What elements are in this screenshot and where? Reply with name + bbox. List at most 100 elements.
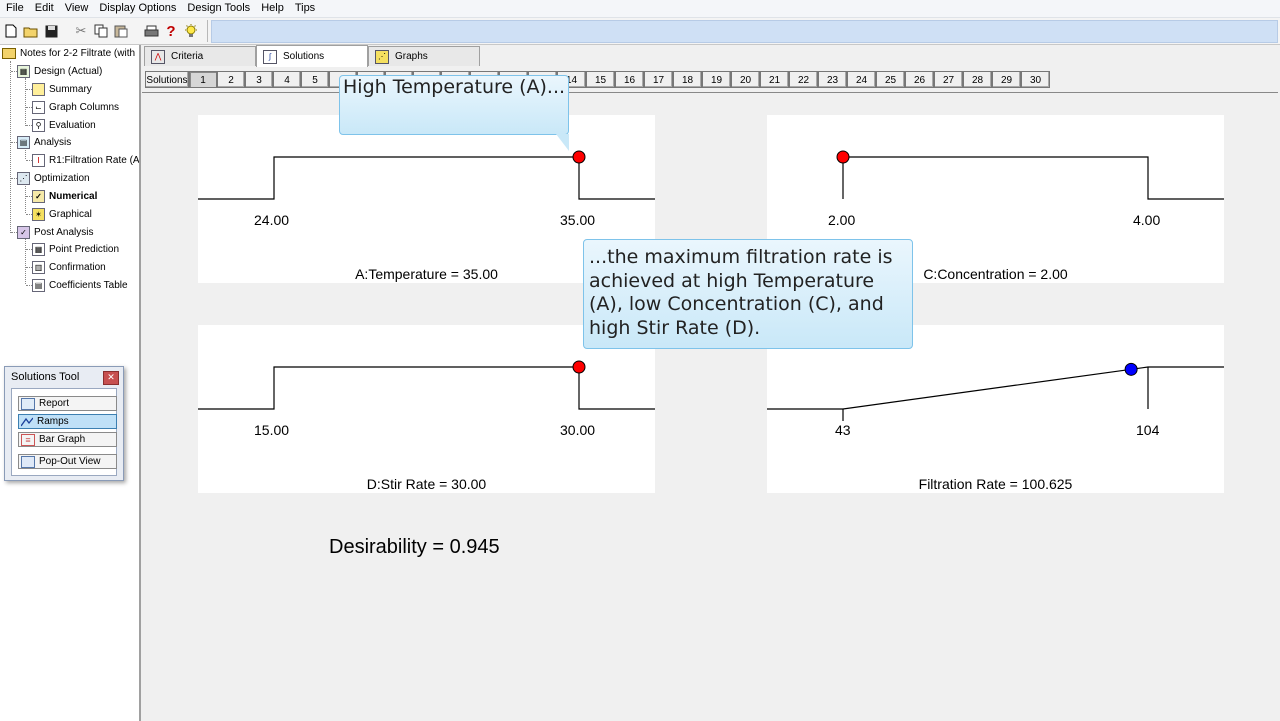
new-file-icon[interactable]	[2, 22, 20, 40]
solution-number-button[interactable]: 15	[586, 71, 615, 88]
menu-file[interactable]: File	[6, 2, 24, 14]
solution-number-button[interactable]: 28	[963, 71, 992, 88]
print-icon[interactable]	[142, 22, 160, 40]
open-folder-icon[interactable]	[22, 22, 40, 40]
divider	[142, 92, 1278, 93]
solution-number-button[interactable]: 1	[189, 71, 217, 88]
tree-item-confirmation[interactable]: ▥ Confirmation	[32, 259, 106, 275]
help-icon[interactable]: ?	[166, 22, 176, 40]
folder-icon	[2, 47, 16, 59]
tree-item-r1-filtration-rate[interactable]: Ⅰ R1:Filtration Rate (A	[32, 152, 139, 168]
ramp-concentration-plot	[836, 150, 1224, 200]
tree-item-evaluation[interactable]: ⚲ Evaluation	[32, 117, 96, 133]
ramp-caption: C:Concentration = 2.00	[923, 266, 1068, 282]
ramp-line	[767, 366, 1224, 410]
response-icon: Ⅰ	[32, 153, 45, 167]
solution-number-button[interactable]: 24	[847, 71, 876, 88]
tree-item-post-analysis[interactable]: ✓ Post Analysis	[17, 224, 93, 240]
menu-help[interactable]: Help	[261, 2, 284, 14]
design-grid-icon: ▦	[17, 64, 30, 78]
tree-item-label: Design (Actual)	[34, 65, 103, 77]
solution-number-button[interactable]: 21	[760, 71, 789, 88]
graphical-icon: ✶	[32, 207, 45, 221]
solution-number-button[interactable]: 17	[644, 71, 673, 88]
graph-columns-icon: ⌙	[32, 100, 45, 114]
solution-number-button[interactable]: 22	[789, 71, 818, 88]
view-tabs: ⋀ Criteria ∫ Solutions ⋰ Graphs	[142, 45, 1280, 67]
menu-design-tools[interactable]: Design Tools	[187, 2, 251, 14]
tree-item-graph-columns[interactable]: ⌙ Graph Columns	[32, 99, 119, 115]
menu-tips[interactable]: Tips	[294, 2, 316, 14]
tree-item-label: Confirmation	[49, 261, 106, 273]
tab-label: Criteria	[171, 51, 204, 62]
ramp-value-dot	[572, 360, 586, 374]
menu-view[interactable]: View	[64, 2, 89, 14]
solution-number-button[interactable]: 2	[217, 71, 245, 88]
tree-item-design[interactable]: ▦ Design (Actual)	[17, 63, 102, 79]
ramp-stir-rate-plot	[198, 360, 655, 410]
graphs-icon: ⋰	[375, 49, 389, 64]
analysis-icon: ▤	[17, 135, 30, 149]
solutions-tool-title: Solutions Tool	[11, 371, 80, 383]
ramp-high-label: 35.00	[560, 212, 596, 228]
point-prediction-icon: ▦	[32, 242, 45, 256]
solution-number-button[interactable]: 20	[731, 71, 760, 88]
solution-number-button[interactable]: 25	[876, 71, 905, 88]
ramp-low-label: 43	[835, 422, 851, 438]
pop-out-view-button[interactable]: Pop-Out View	[18, 454, 117, 469]
bar-graph-button[interactable]: ≡ Bar Graph	[18, 432, 117, 447]
ramp-high-label: 104	[1136, 422, 1160, 438]
tree-item-graphical[interactable]: ✶ Graphical	[32, 206, 92, 222]
menu-edit[interactable]: Edit	[34, 2, 54, 14]
tree-item-label: Graphical	[49, 208, 92, 220]
ramp-low-label: 2.00	[828, 212, 856, 228]
close-icon[interactable]: ✕	[103, 371, 119, 385]
ramp-caption: A:Temperature = 35.00	[355, 266, 498, 282]
tree-item-analysis[interactable]: ▤ Analysis	[17, 134, 71, 150]
evaluation-magnifier-icon: ⚲	[32, 118, 45, 132]
cut-icon[interactable]: ✂	[75, 23, 87, 38]
paste-icon[interactable]	[112, 22, 130, 40]
tree-item-label: Evaluation	[49, 119, 96, 131]
solution-number-button[interactable]: 3	[245, 71, 273, 88]
ramp-temperature: 24.00 35.00 A:Temperature = 35.00	[198, 115, 655, 283]
ramp-low-label: 24.00	[254, 212, 290, 228]
copy-icon[interactable]	[92, 22, 110, 40]
solution-number-button[interactable]: 19	[702, 71, 731, 88]
numerical-icon: ✓	[32, 189, 45, 203]
solution-number-button[interactable]: 18	[673, 71, 702, 88]
ramp-filtration-rate-plot	[767, 362, 1224, 421]
solution-number-button[interactable]: 23	[818, 71, 847, 88]
solutions-tool-buttons: Report Ramps ≡ Bar Graph Pop-Out View	[11, 388, 117, 476]
tree-item-summary[interactable]: Summary	[32, 81, 92, 97]
report-button[interactable]: Report	[18, 396, 117, 411]
solutions-number-bar: Solutions 123456789101112131415161718192…	[145, 71, 1050, 91]
ramp-low-label: 15.00	[254, 422, 290, 438]
solution-number-button[interactable]: 27	[934, 71, 963, 88]
ramps-label: Ramps	[37, 416, 69, 427]
tab-graphs[interactable]: ⋰ Graphs	[368, 46, 480, 66]
solution-number-button[interactable]: 5	[301, 71, 329, 88]
tab-criteria[interactable]: ⋀ Criteria	[144, 46, 256, 66]
solution-number-button[interactable]: 26	[905, 71, 934, 88]
solution-number-button[interactable]: 16	[615, 71, 644, 88]
menu-display-options[interactable]: Display Options	[99, 2, 177, 14]
tree-item-label: Numerical	[49, 190, 98, 202]
ramps-icon	[20, 417, 34, 427]
tab-label: Graphs	[395, 51, 428, 62]
solution-number-button[interactable]: 29	[992, 71, 1021, 88]
solution-number-button[interactable]: 4	[273, 71, 301, 88]
tree-item-label: Post Analysis	[34, 226, 94, 238]
tab-solutions[interactable]: ∫ Solutions	[256, 45, 368, 67]
solution-number-button[interactable]: 30	[1021, 71, 1050, 88]
tip-bulb-icon[interactable]	[182, 22, 200, 40]
pop-out-view-label: Pop-Out View	[39, 456, 101, 467]
ramps-button[interactable]: Ramps	[18, 414, 117, 429]
tree-item-numerical[interactable]: ✓ Numerical	[32, 188, 97, 204]
tree-item-coefficients-table[interactable]: ▤ Coefficients Table	[32, 277, 128, 293]
tree-item-point-prediction[interactable]: ▦ Point Prediction	[32, 241, 119, 257]
save-icon[interactable]	[42, 22, 60, 40]
pop-out-icon	[21, 455, 35, 468]
tree-root[interactable]: Notes for 2-2 Filtrate (with	[2, 45, 135, 61]
tree-item-optimization[interactable]: ⋰ Optimization	[17, 170, 90, 186]
